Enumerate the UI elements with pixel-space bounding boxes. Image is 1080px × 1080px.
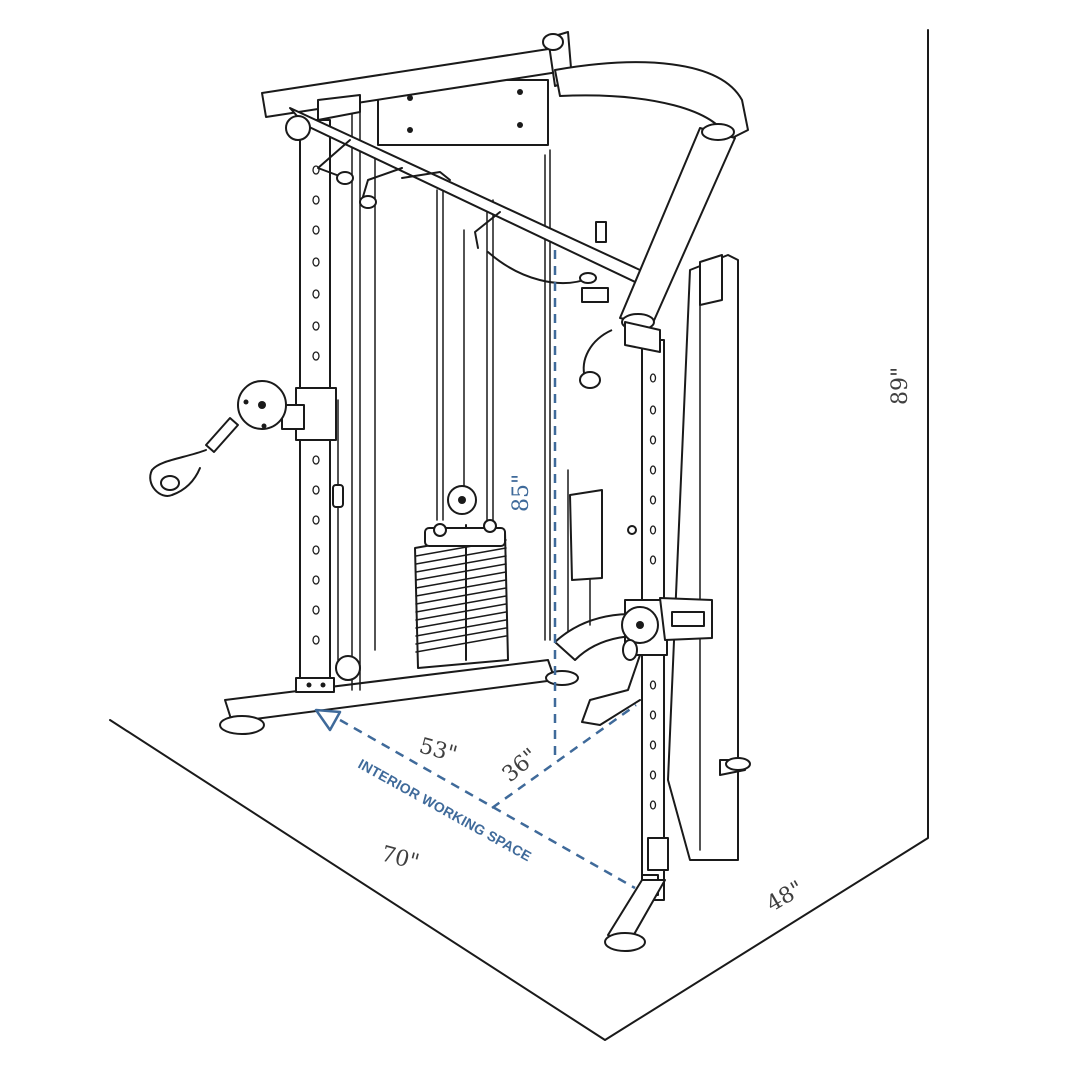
right-adjustment-holes (649, 373, 657, 810)
interior-length-label: 53" (416, 734, 459, 768)
guide-rods (436, 189, 494, 521)
right-carriage (581, 597, 713, 726)
depth-label: 48" (763, 876, 809, 917)
pullup-handles (317, 139, 609, 303)
front-right-foot (604, 757, 751, 952)
room-outline (109, 29, 929, 1041)
interior-depth-label: 36" (498, 744, 543, 788)
top-frame (261, 31, 749, 291)
height-label: 89" (888, 367, 913, 405)
right-arm (619, 123, 739, 861)
weight-stack (414, 485, 509, 669)
left-adjustment-holes (312, 165, 320, 645)
side-pad (567, 469, 637, 633)
width-label: 70" (378, 842, 421, 876)
interior-dimension-lines (314, 250, 637, 890)
left-carriage (149, 380, 344, 661)
interior-height-label: 85" (509, 474, 534, 512)
